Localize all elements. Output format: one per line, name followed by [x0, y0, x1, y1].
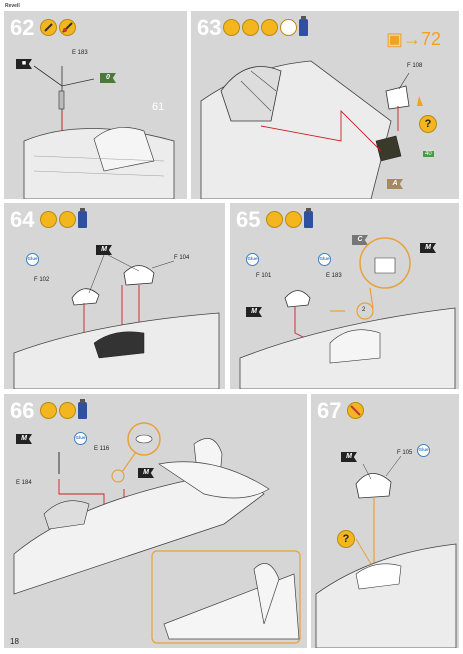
- paint-bottle-icon: [78, 208, 87, 228]
- color-flag: A: [387, 179, 403, 189]
- tool-icons: [40, 399, 87, 419]
- step-62-drawing: [23, 65, 175, 199]
- color-flag: M: [16, 434, 32, 444]
- step-number: 62: [10, 15, 35, 40]
- step-66-panel: 66 M Glue E 116 E 184 M: [4, 394, 307, 648]
- paint-bottle-icon: [304, 208, 313, 228]
- tool-icons: [347, 402, 364, 419]
- glue-icon: [223, 19, 240, 36]
- step-64-drawing: [13, 254, 220, 389]
- color-flag: M: [420, 243, 436, 253]
- step-66-drawing: [13, 422, 301, 644]
- file-icon: [261, 19, 278, 36]
- color-flag: M: [96, 245, 112, 255]
- step-number: 64: [10, 207, 35, 232]
- color-flag: M: [341, 452, 357, 462]
- tool-icons: [40, 208, 87, 228]
- part-label: E 183: [72, 50, 88, 56]
- knife-icon: [59, 211, 76, 228]
- color-flag: C: [352, 235, 368, 245]
- paint-bottle-icon: [78, 399, 87, 419]
- knife-icon: [59, 402, 76, 419]
- color-flag: 0: [100, 73, 116, 83]
- part-label: E 183: [326, 273, 342, 279]
- glue-badge: Glue: [74, 432, 87, 445]
- step-63-panel: 63 ▣→72 F 108 ? A 40: [191, 11, 459, 199]
- part-label: F 104: [174, 255, 190, 261]
- color-flag: ■: [16, 59, 32, 69]
- tool-icons: [223, 16, 308, 36]
- step-number: 65: [236, 207, 261, 232]
- part-label: F 101: [256, 273, 272, 279]
- glue-badge: Glue: [417, 444, 430, 457]
- step-number: 66: [10, 398, 35, 423]
- decal-icon: [280, 19, 297, 36]
- ghost-step-number: 61: [152, 101, 165, 113]
- part-label: E 116: [94, 446, 110, 452]
- glue-icon: [40, 19, 57, 36]
- step-67-drawing: [315, 455, 457, 648]
- no-glue-icon: [347, 402, 364, 419]
- step-number: 63: [197, 15, 222, 40]
- color-flag: M: [138, 468, 154, 478]
- part-label: F 102: [34, 277, 50, 283]
- help-icon: ?: [419, 115, 437, 133]
- tool-icons: [266, 208, 313, 228]
- part-label: F 105: [397, 450, 413, 456]
- part-label: F 108: [407, 63, 423, 69]
- knife-icon: [242, 19, 259, 36]
- glue-icon: [266, 211, 283, 228]
- step-65-panel: 65 C M Glue Glue F 101 E 183 M 2: [230, 203, 459, 389]
- step-64-panel: 64 Glue F 102 M F 104: [4, 203, 225, 389]
- step-63-drawing: [200, 60, 423, 199]
- callout-number: 2: [362, 307, 366, 313]
- glue-badge: Glue: [318, 253, 331, 266]
- paint-bottle-icon: [299, 16, 308, 36]
- step-67-panel: 67 M F 105 Glue ?: [311, 394, 459, 648]
- tool-icons: [40, 19, 76, 36]
- goto-step: ▣→72: [385, 29, 441, 49]
- color-flag: M: [246, 307, 262, 317]
- help-icon: ?: [337, 530, 355, 548]
- glue-badge: Glue: [246, 253, 259, 266]
- knife-icon: [59, 19, 76, 36]
- step-number: 67: [317, 398, 342, 423]
- step-62-panel: 62 E 183 ■ 0 61: [4, 11, 187, 199]
- knife-icon: [285, 211, 302, 228]
- part-label: E 184: [16, 480, 32, 486]
- goto-step-number: 72: [420, 29, 441, 49]
- glue-badge: Glue: [26, 253, 39, 266]
- step-65-drawing: [239, 237, 456, 389]
- decal-number: 40: [423, 151, 434, 157]
- glue-icon: [40, 402, 57, 419]
- brand-logo: Revell: [5, 3, 20, 9]
- page-number: 18: [10, 637, 19, 646]
- glue-icon: [40, 211, 57, 228]
